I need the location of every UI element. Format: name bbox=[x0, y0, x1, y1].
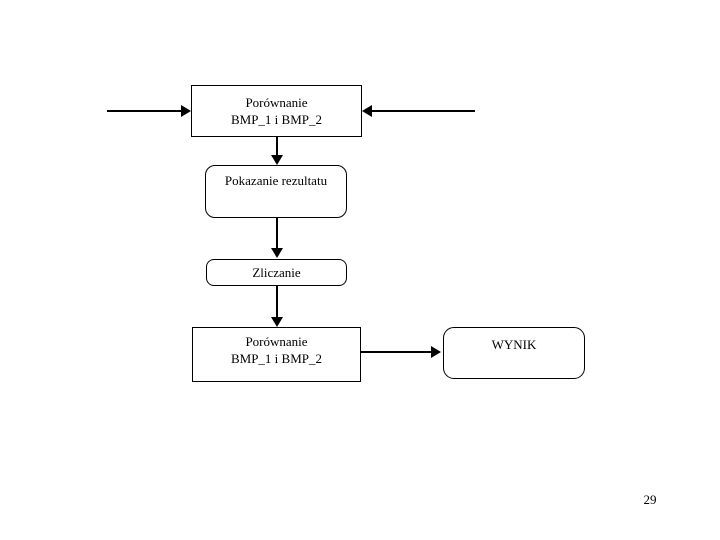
node-result: WYNIK bbox=[443, 327, 585, 379]
arrow-input-right-line bbox=[372, 110, 475, 112]
node-compare-top-label: Porównanie BMP_1 i BMP_2 bbox=[230, 95, 323, 127]
node-show-result: Pokazanie rezultatu bbox=[205, 165, 347, 218]
arrow-down-3-line bbox=[276, 286, 278, 317]
node-counting: Zliczanie bbox=[206, 259, 347, 286]
node-show-result-label: Pokazanie rezultatu bbox=[224, 173, 328, 188]
arrow-result-line bbox=[361, 351, 431, 353]
arrow-down-2-head-icon bbox=[271, 248, 283, 258]
arrow-down-3-head-icon bbox=[271, 317, 283, 327]
node-compare-top: Porównanie BMP_1 i BMP_2 bbox=[191, 85, 362, 137]
arrow-input-right-head-icon bbox=[362, 105, 372, 117]
arrow-down-2-line bbox=[276, 218, 278, 248]
node-counting-label: Zliczanie bbox=[252, 265, 301, 280]
arrow-input-left-line bbox=[107, 110, 182, 112]
arrow-input-left-head-icon bbox=[181, 105, 191, 117]
node-compare-bottom-label: Porównanie BMP_1 i BMP_2 bbox=[230, 334, 323, 366]
arrow-down-1-head-icon bbox=[271, 155, 283, 165]
node-compare-bottom: Porównanie BMP_1 i BMP_2 bbox=[192, 327, 361, 382]
arrow-result-head-icon bbox=[431, 346, 441, 358]
node-result-label: WYNIK bbox=[491, 337, 537, 352]
page-number: 29 bbox=[643, 492, 657, 507]
arrow-down-1-line bbox=[276, 137, 278, 155]
